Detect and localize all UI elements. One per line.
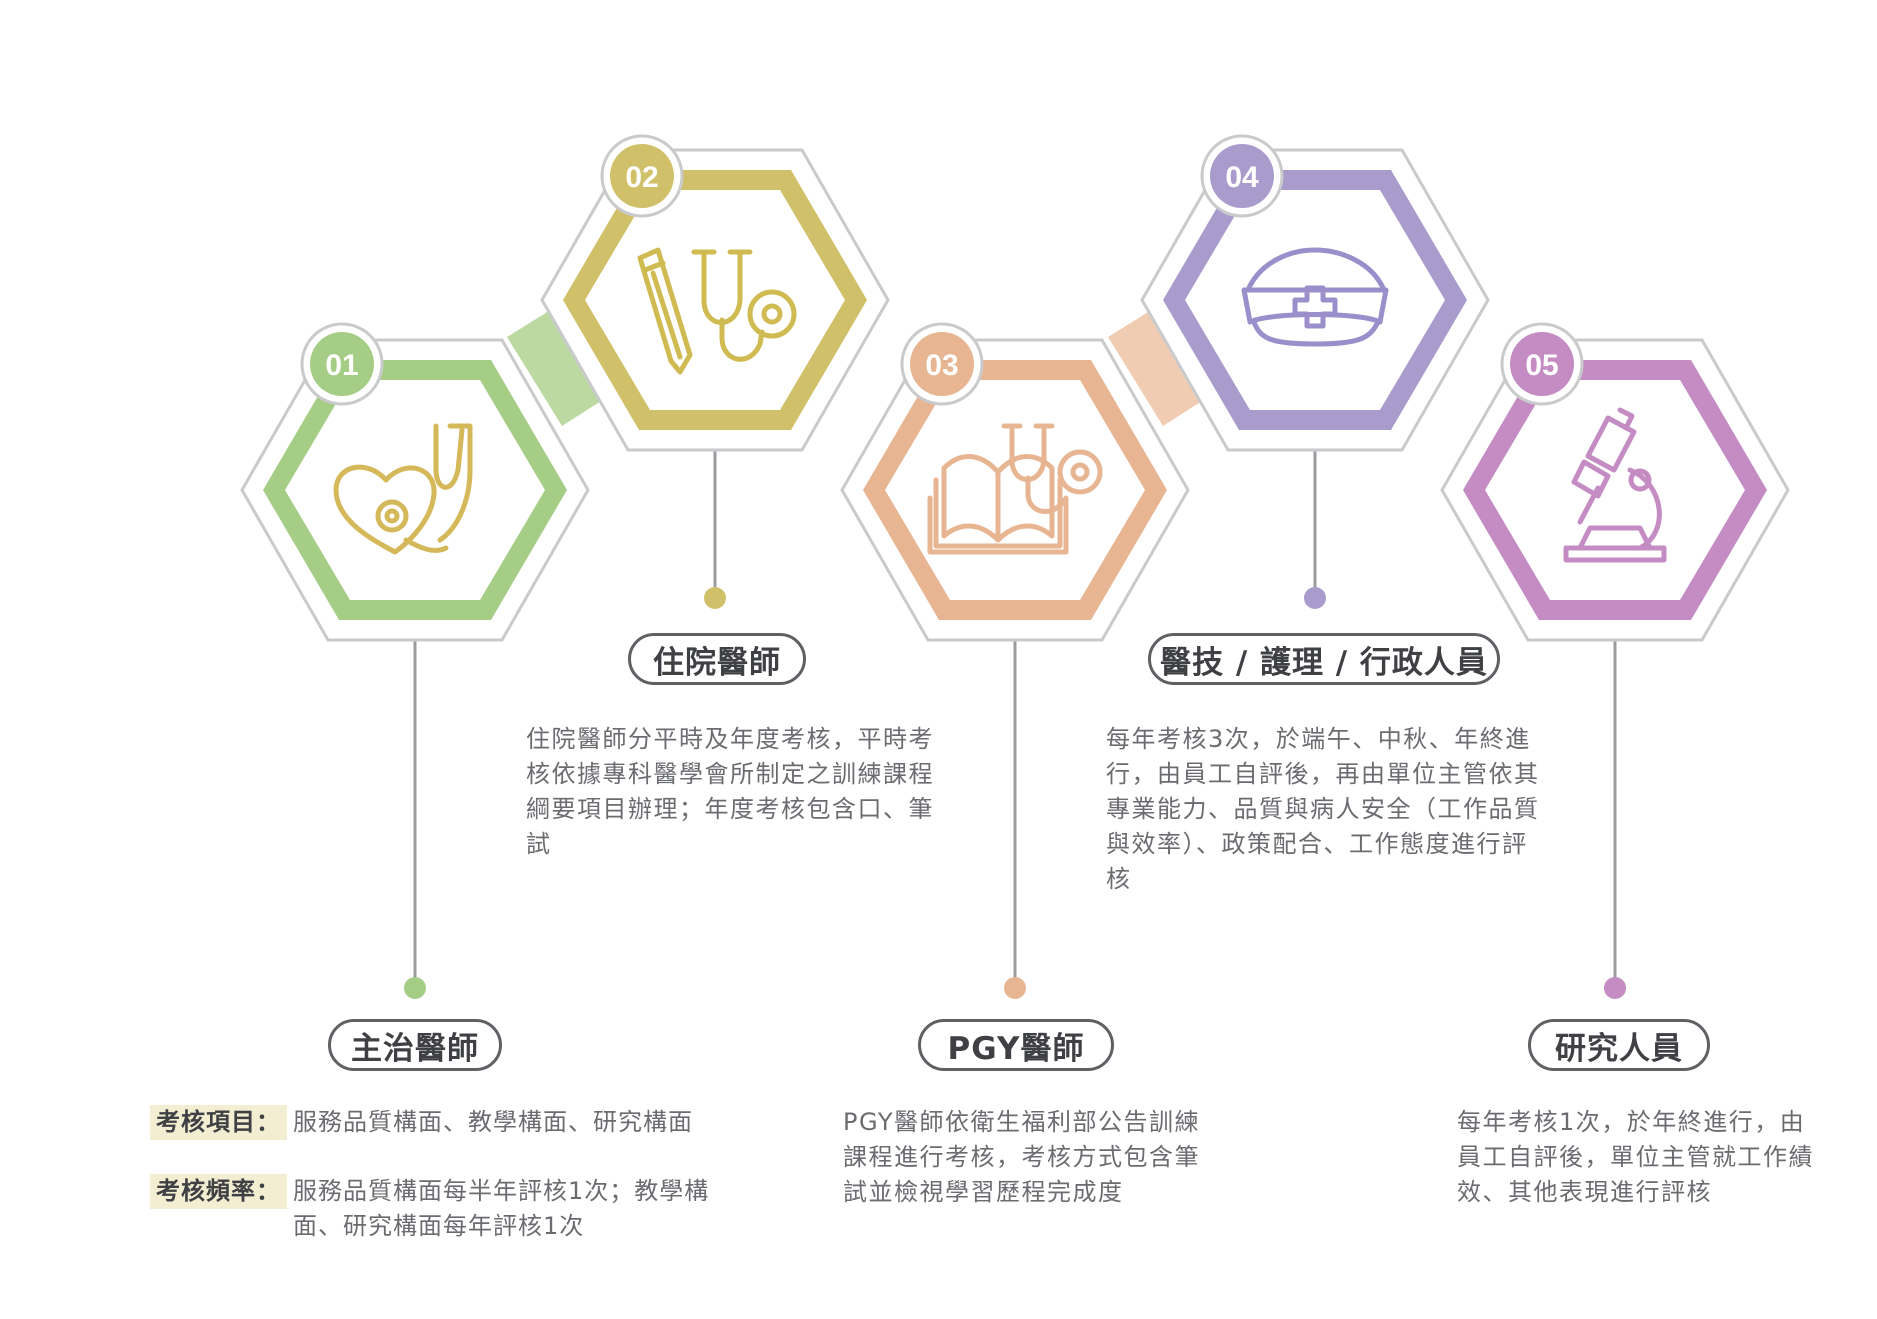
hexagon-02 (540, 148, 890, 452)
title-researcher: 研究人員 (1528, 1019, 1710, 1071)
attending-item-label: 考核項目： (150, 1105, 287, 1140)
researcher-description: 每年考核1次，於年終進行，由員工自評後，單位主管就工作績效、其他表現進行評核 (1457, 1108, 1814, 1206)
connector-dot-05 (1604, 977, 1626, 999)
hexagon-05 (1440, 338, 1790, 642)
pgy-description: PGY醫師依衛生福利部公告訓練課程進行考核，考核方式包含筆試並檢視學習歷程完成度 (843, 1108, 1201, 1206)
hexagon-03 (840, 338, 1190, 642)
title-staff: 醫技 / 護理 / 行政人員 (1148, 633, 1500, 685)
badge-02: 02 (600, 134, 684, 218)
badge-04: 04 (1200, 134, 1284, 218)
connector-dot-01 (404, 977, 426, 999)
pencil-stethoscope-icon (637, 247, 797, 375)
attending-freq-label: 考核頻率： (150, 1174, 287, 1209)
attending-freq-value: 服務品質構面每半年評核1次；教學構面、研究構面每年評核1次 (293, 1177, 710, 1240)
badge-01-number: 01 (325, 349, 358, 382)
microscope-icon (1563, 407, 1667, 563)
badge-03-number: 03 (925, 349, 958, 382)
book-stethoscope-icon (927, 423, 1103, 555)
nurse-cap-icon (1241, 247, 1389, 347)
connector-bar-01-02 (507, 306, 612, 426)
attending-item-row: 考核項目： 服務品質構面、教學構面、研究構面 (150, 1105, 750, 1140)
heart-stethoscope-icon (333, 423, 473, 555)
connector-bar-03-04 (1108, 306, 1213, 426)
badge-02-number: 02 (625, 161, 658, 194)
title-attending: 主治醫師 (328, 1019, 502, 1071)
badge-05-number: 05 (1525, 349, 1558, 382)
badge-03: 03 (900, 322, 984, 406)
badge-05: 05 (1500, 322, 1584, 406)
badge-04-number: 04 (1225, 161, 1259, 194)
badge-01: 01 (300, 322, 384, 406)
resident-description: 住院醫師分平時及年度考核，平時考核依據專科醫學會所制定之訓練課程綱要項目辦理；年… (526, 725, 934, 858)
connector-dot-04 (1304, 587, 1326, 609)
title-pgy: PGY醫師 (918, 1019, 1114, 1071)
staff-description: 每年考核3次，於端午、中秋、年終進行，由員工自評後，再由單位主管依其專業能力、品… (1106, 725, 1540, 893)
attending-item-value: 服務品質構面、教學構面、研究構面 (293, 1108, 693, 1136)
hexagon-04 (1140, 148, 1490, 452)
connector-dot-03 (1004, 977, 1026, 999)
attending-freq-row: 考核頻率： 服務品質構面每半年評核1次；教學構面、研究構面每年評核1次 (150, 1174, 740, 1244)
hexagon-01 (240, 338, 590, 642)
title-resident: 住院醫師 (628, 633, 806, 685)
connector-dot-02 (704, 587, 726, 609)
